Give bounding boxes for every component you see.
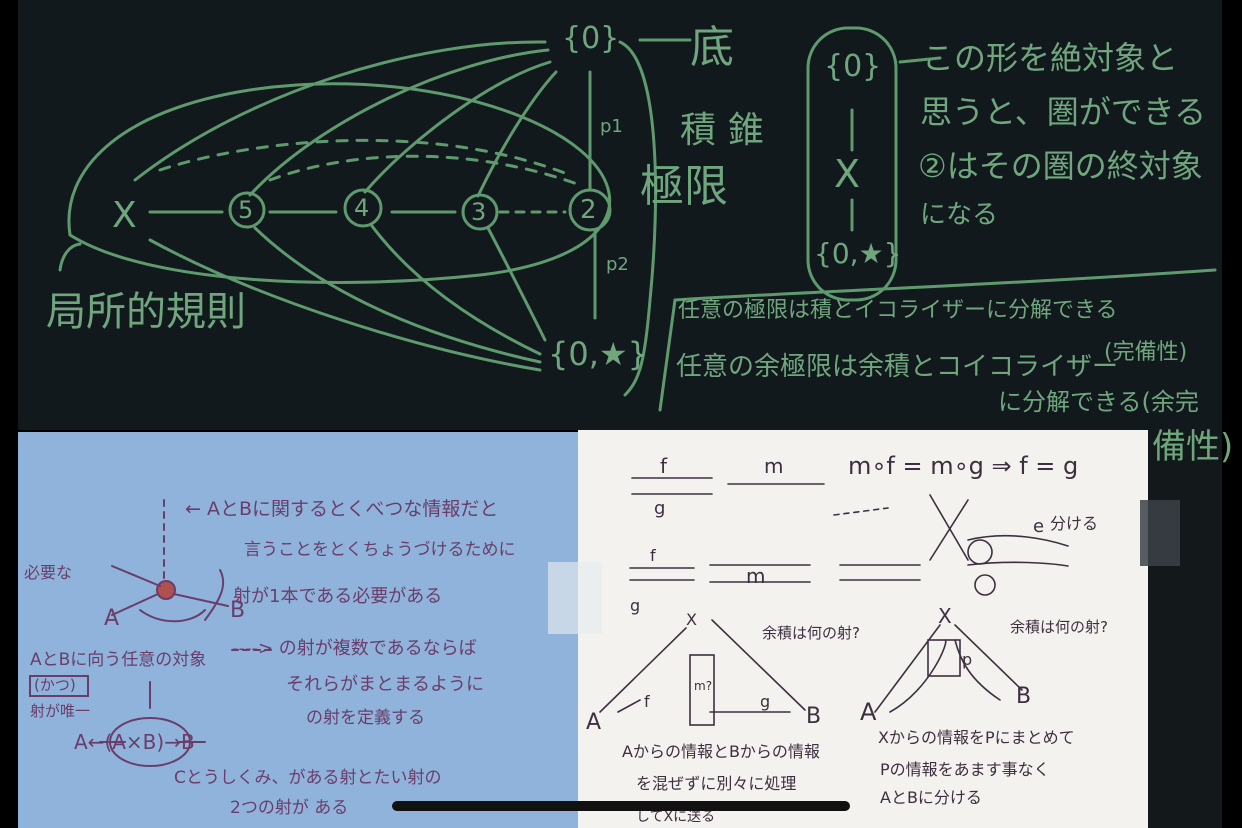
- p2-label: p2: [606, 254, 629, 275]
- capsule-top-label: {0}: [824, 49, 882, 84]
- theorem-line: 任意の余極限は余積とコイコライザー: [676, 352, 1119, 382]
- question: 余積は何の射?: [1010, 618, 1108, 636]
- capsule-outline: [806, 26, 898, 302]
- p1-label: p1: [600, 116, 623, 137]
- chalkboard: [18, 0, 1222, 430]
- chalkboard-lower-strip: [1148, 430, 1222, 828]
- label-a: A: [104, 606, 120, 631]
- label-a: A: [586, 710, 602, 735]
- note-line: してXに送る: [636, 809, 716, 825]
- note-line: 言うことをとくちょうづけるために: [244, 540, 516, 560]
- note-label: 分ける: [1050, 514, 1099, 533]
- home-indicator[interactable]: [392, 801, 850, 811]
- top-set-label: {0}: [562, 21, 620, 56]
- blue-paper-note: [18, 432, 578, 828]
- note-line: Pの情報をあます事なく: [880, 760, 1050, 779]
- label-m: m?: [694, 679, 713, 693]
- note-line: Aからの情報とBからの情報: [622, 742, 820, 761]
- note-line: AとBに向う任意の対象: [30, 650, 207, 670]
- node-circle: [228, 191, 266, 229]
- arrow-label-f: f: [644, 692, 650, 711]
- arrow-label-m: m: [746, 564, 766, 588]
- capsule-bottom-label: {0,★}: [814, 237, 902, 270]
- note-line: 思うと、圏ができる: [920, 93, 1207, 131]
- arrow-label-m: m: [764, 454, 784, 478]
- node-2-label: 2: [580, 195, 597, 225]
- product-label: 積: [680, 110, 717, 151]
- tape: [1140, 500, 1180, 566]
- label-b: B: [230, 598, 246, 623]
- note-label: 必要な: [24, 563, 73, 582]
- note-line: AとBに分ける: [880, 788, 982, 807]
- note-line: Xからの情報をPにまとめて: [878, 728, 1075, 747]
- note-line: それらがまとまるように: [286, 674, 484, 695]
- note-line: 2つの射が ある: [230, 798, 349, 818]
- node-circle: [343, 188, 383, 228]
- label-e: e: [1033, 516, 1045, 537]
- label-a: A: [860, 698, 877, 726]
- note-line: Cとうしくみ、がある射とたい射の: [174, 768, 442, 788]
- note-line: になる: [920, 200, 999, 230]
- arrow: [133, 40, 547, 182]
- question: 余積は何の射?: [762, 624, 860, 642]
- cone-label: 錐: [728, 110, 765, 151]
- theorem-tag: (完備性): [1104, 340, 1188, 365]
- note-line: ----> の射が複数であるならば: [232, 638, 477, 659]
- note-line: この形を絶対象と: [922, 39, 1179, 77]
- note-line: ← AとBに関するとくべつな情報だと: [185, 498, 499, 520]
- theorem-tag: 備性): [1152, 427, 1234, 467]
- label-p: p: [962, 650, 973, 669]
- arrow-label-g: g: [654, 498, 666, 519]
- theorem-line: 任意の極限は積とイコライザーに分解できる: [678, 298, 1118, 323]
- note-line: (かつ): [34, 676, 76, 694]
- equation: m∘f = m∘g ⇒ f = g: [848, 452, 1079, 480]
- node-circle: [568, 188, 612, 232]
- node-x-label: X: [112, 195, 137, 236]
- capsule-x-label: X: [834, 152, 861, 196]
- node-5-label: 5: [238, 196, 254, 224]
- bottom-set-label: {0,★}: [548, 335, 648, 373]
- limit-label: 極限: [640, 161, 728, 212]
- note-line: 射が1本である必要がある: [233, 586, 443, 607]
- note-line: A←(A×B)→B: [74, 730, 195, 754]
- arrow-label-g: g: [630, 596, 641, 615]
- lasso-outline: [67, 82, 611, 284]
- rule-label: 局所的規則: [46, 289, 246, 335]
- label-x: X: [938, 604, 952, 628]
- tape: [548, 562, 602, 634]
- arrow-label-g: g: [760, 692, 771, 711]
- theorem-line: に分解できる(余完: [998, 388, 1199, 416]
- label-b: B: [806, 704, 822, 729]
- label-x: X: [686, 610, 697, 629]
- label-b: B: [1016, 684, 1032, 709]
- note-line: ②はその圏の終対象: [918, 147, 1203, 185]
- note-line: を混ぜずに別々に処理: [636, 774, 797, 793]
- arrow-label-f: f: [660, 454, 668, 478]
- note-line: 射が唯一: [30, 702, 91, 720]
- node-3-label: 3: [471, 198, 487, 226]
- note-line: の射を定義する: [306, 708, 425, 728]
- bottom-label: 底: [690, 22, 734, 73]
- arrow-label-f: f: [650, 546, 656, 565]
- node-4-label: 4: [354, 194, 370, 222]
- white-paper-note: [578, 430, 1148, 828]
